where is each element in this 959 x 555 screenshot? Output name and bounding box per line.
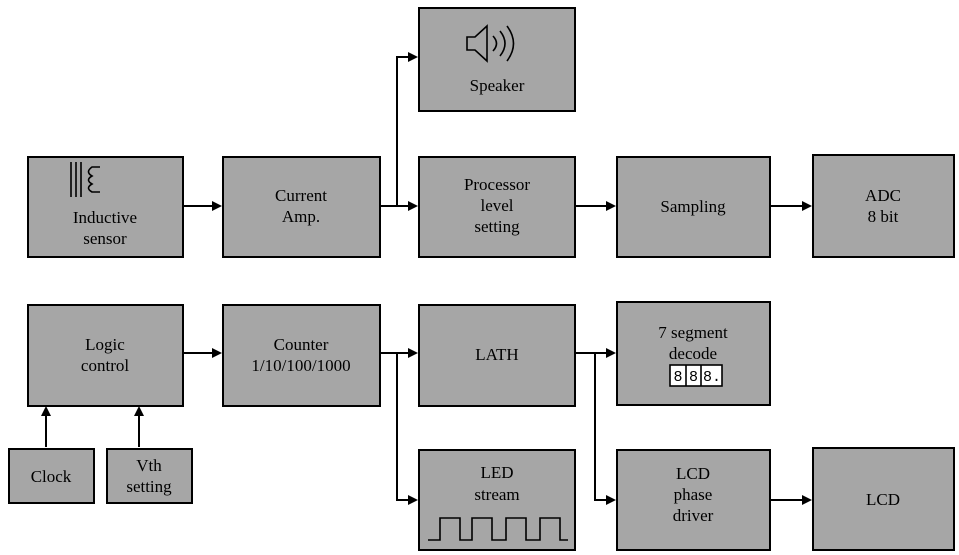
counter-line-1: Counter xyxy=(274,335,329,354)
lcd-driver-line-1: LCD xyxy=(676,464,710,483)
vth-setting-line-1: Vth xyxy=(136,456,162,475)
lcd-driver-line-2: phase xyxy=(674,485,713,504)
segment-digit-1: 8 xyxy=(673,369,682,386)
led-stream-line-2: stream xyxy=(474,485,519,504)
block-sampling: Sampling xyxy=(616,156,771,258)
pulse-waveform-icon xyxy=(428,517,568,541)
block-lcd: LCD xyxy=(812,447,955,551)
arrow-amp-to-speaker xyxy=(396,52,418,206)
block-lath: LATH xyxy=(418,304,576,407)
lcd-label: LCD xyxy=(866,490,900,509)
counter-line-2: 1/10/100/1000 xyxy=(251,356,350,375)
processor-line-2: level xyxy=(480,196,513,215)
sampling-label: Sampling xyxy=(660,197,726,216)
vth-setting-line-2: setting xyxy=(126,477,172,496)
processor-line-3: setting xyxy=(474,217,520,236)
block-clock: Clock xyxy=(8,448,95,504)
transformer-icon xyxy=(70,162,100,197)
seven-segment-line-2: decode xyxy=(669,344,717,363)
block-led-stream: LED stream xyxy=(418,449,576,551)
logic-control-line-2: control xyxy=(81,356,129,375)
current-amp-line-1: Current xyxy=(275,186,327,205)
seven-segment-line-1: 7 segment xyxy=(658,323,728,342)
block-7-segment-decode: 7 segment decode 8 8 8. xyxy=(616,301,771,406)
processor-line-1: Processor xyxy=(464,175,530,194)
lath-label: LATH xyxy=(475,345,518,364)
logic-control-line-1: Logic xyxy=(85,335,125,354)
inductive-sensor-line-1: Inductive xyxy=(73,208,137,227)
block-processor: Processor level setting xyxy=(418,156,576,258)
lcd-driver-line-3: driver xyxy=(673,506,714,525)
block-current-amp: Current Amp. xyxy=(222,156,381,258)
connections xyxy=(41,52,812,505)
inductive-sensor-line-2: sensor xyxy=(83,229,127,248)
adc-line-2: 8 bit xyxy=(868,207,899,226)
block-logic-control: Logic control xyxy=(27,304,184,407)
block-lcd-phase-driver: LCD phase driver xyxy=(616,449,771,551)
block-vth-setting: Vth setting xyxy=(106,448,193,504)
current-amp-line-2: Amp. xyxy=(282,207,320,226)
arrow-counter-to-led-stream xyxy=(396,353,418,505)
speaker-label: Speaker xyxy=(470,76,525,95)
arrow-lath-to-lcd-driver xyxy=(594,353,616,505)
adc-line-1: ADC xyxy=(865,186,901,205)
led-stream-line-1: LED xyxy=(480,463,513,482)
block-adc: ADC 8 bit xyxy=(812,154,955,258)
speaker-icon xyxy=(466,24,515,63)
block-inductive-sensor: Inductive sensor xyxy=(27,156,184,258)
clock-label: Clock xyxy=(31,467,72,486)
block-speaker: Speaker xyxy=(418,7,576,112)
segment-digit-3: 8. xyxy=(703,369,721,386)
block-counter: Counter 1/10/100/1000 xyxy=(222,304,381,407)
seven-segment-display-icon: 8 8 8. xyxy=(669,364,723,387)
segment-digit-2: 8 xyxy=(689,369,698,386)
